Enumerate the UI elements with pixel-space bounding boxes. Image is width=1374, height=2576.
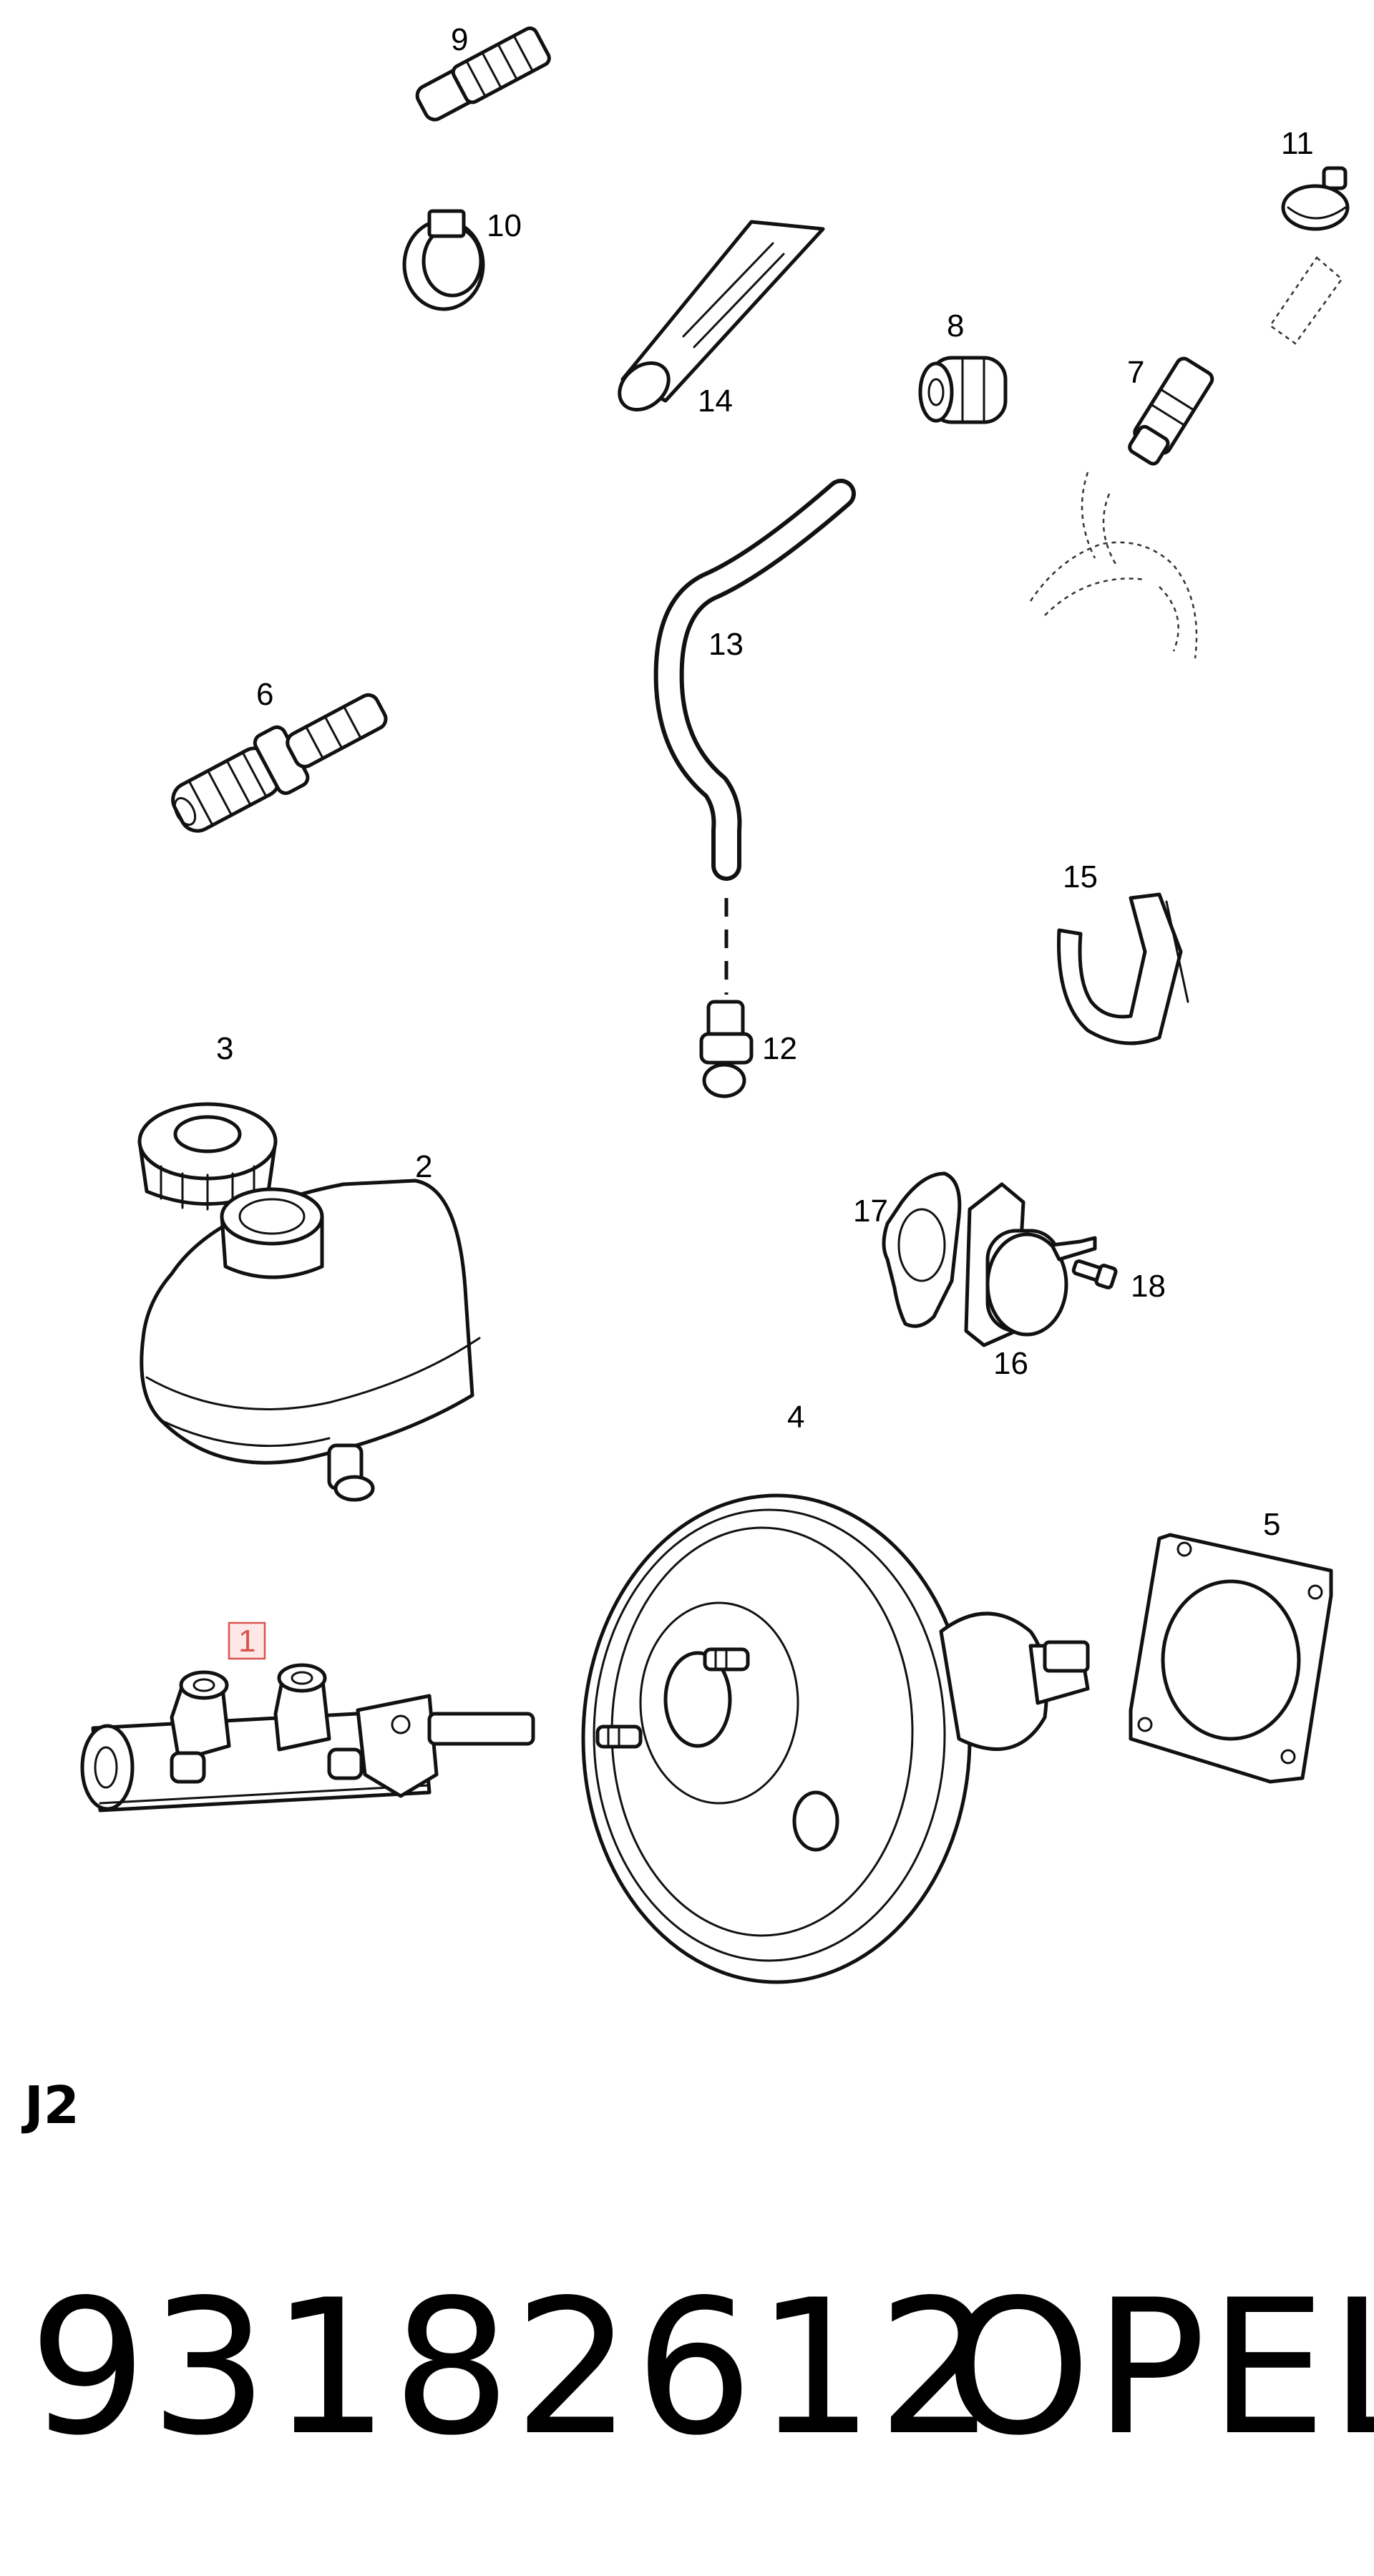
label-10: 10 — [487, 208, 522, 243]
label-6: 6 — [256, 677, 273, 712]
part-11-plug — [1281, 166, 1350, 231]
callout-part-1[interactable]: 1 — [228, 1621, 266, 1660]
dashed-reference-engine — [1029, 472, 1198, 659]
label-2: 2 — [415, 1149, 432, 1184]
part-10-hose-clamp — [402, 209, 485, 311]
label-8: 8 — [947, 308, 964, 343]
label-17: 17 — [853, 1194, 888, 1229]
label-3: 3 — [216, 1031, 233, 1066]
label-7: 7 — [1127, 355, 1144, 390]
label-16: 16 — [993, 1346, 1028, 1381]
dashed-connector-11 — [1269, 256, 1343, 345]
part-9-hose-nipple — [415, 26, 551, 122]
label-13: 13 — [708, 627, 744, 662]
label-11: 11 — [1281, 126, 1314, 161]
part-6-nipple — [171, 693, 388, 833]
part-14-hose — [618, 220, 825, 412]
label-18: 18 — [1131, 1269, 1166, 1304]
callout-box[interactable] — [228, 1621, 266, 1660]
label-14: 14 — [698, 384, 733, 419]
label-1: 1 — [238, 1624, 255, 1659]
label-15: 15 — [1063, 859, 1098, 894]
part-1-master-cylinder — [80, 1663, 535, 1813]
part-13-vacuum-pipe — [653, 479, 856, 881]
part-16-vacuum-pump — [964, 1182, 1097, 1347]
part-8-grommet — [918, 356, 1008, 424]
part-12-check-valve — [699, 1000, 754, 1098]
label-12: 12 — [762, 1031, 797, 1066]
part-15-clip — [1057, 892, 1189, 1045]
part-2-reservoir — [140, 1179, 481, 1502]
part-7-connector — [1128, 356, 1214, 466]
part-3-reservoir-cap — [137, 1102, 278, 1211]
label-5: 5 — [1263, 1507, 1280, 1542]
part-17-gasket — [882, 1171, 962, 1328]
part-number: 93182612 — [29, 2260, 999, 2477]
part-18-bolt — [1071, 1259, 1118, 1289]
part-4-brake-booster — [581, 1493, 1090, 1984]
section-code: J2 — [24, 2075, 79, 2135]
label-9: 9 — [451, 22, 468, 57]
label-4: 4 — [787, 1400, 804, 1435]
part-5-booster-gasket — [1129, 1533, 1333, 1784]
brand-name: OPEL — [945, 2260, 1374, 2477]
